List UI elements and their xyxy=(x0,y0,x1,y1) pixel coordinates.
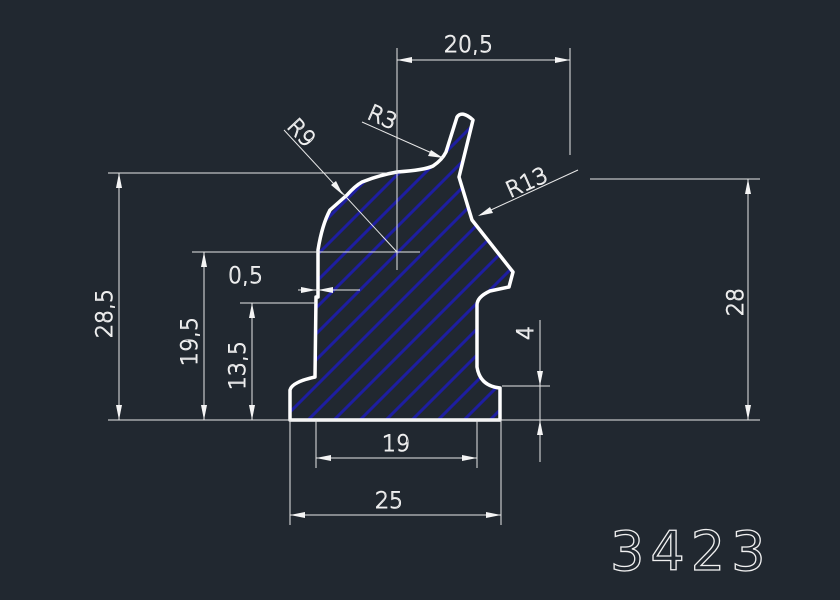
hatch-line xyxy=(494,114,513,420)
hatch-line xyxy=(442,114,513,420)
hatch-line xyxy=(290,114,318,420)
dimension-arrows xyxy=(116,57,751,518)
dim-base-width: 25 xyxy=(375,489,403,514)
hatch-line xyxy=(548,100,840,440)
dim-step-height: 4 xyxy=(514,326,539,340)
dim-radius-r13: R13 xyxy=(502,163,552,203)
dimension-lines xyxy=(118,59,749,516)
hatch-line xyxy=(364,114,513,420)
hatch-line xyxy=(290,114,513,420)
dim-height-19-5: 19,5 xyxy=(178,317,203,366)
extension-lines xyxy=(108,48,760,525)
hatch-line xyxy=(290,114,448,420)
dim-radius-r9: R9 xyxy=(282,114,320,152)
hatch-line xyxy=(416,114,513,420)
hatch-line xyxy=(290,114,513,420)
profile-outline xyxy=(288,112,515,422)
dim-overall-height: 28,5 xyxy=(93,289,118,338)
hatch-line xyxy=(290,114,513,420)
dim-radius-r3: R3 xyxy=(364,101,401,136)
dim-offset: 0,5 xyxy=(228,264,263,289)
dim-right-height: 28 xyxy=(724,288,749,316)
dim-top-width: 20,5 xyxy=(444,33,493,58)
hatch-line xyxy=(390,114,513,420)
hatch-line xyxy=(312,114,513,420)
section-hatch xyxy=(290,100,840,440)
part-number: 3423 xyxy=(610,520,771,583)
dim-height-13-5: 13,5 xyxy=(226,341,251,390)
hatch-line xyxy=(290,114,396,420)
hatch-line xyxy=(468,114,513,420)
dim-inner-width: 19 xyxy=(382,432,410,457)
